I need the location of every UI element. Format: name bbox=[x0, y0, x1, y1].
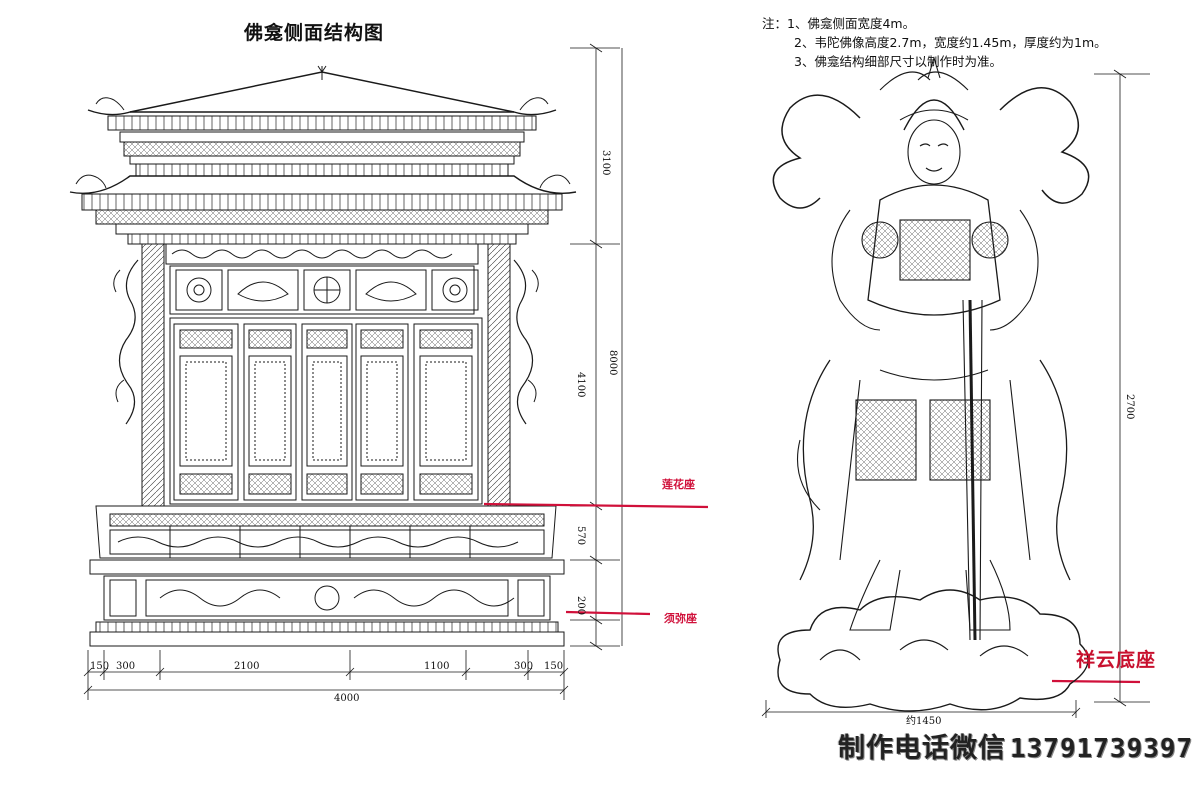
door-panels bbox=[169, 317, 483, 505]
dim-1100: 1100 bbox=[424, 661, 449, 672]
note-2: 2、韦陀佛像高度2.7m，宽度约1.45m，厚度约为1m。 bbox=[794, 35, 1107, 50]
dim-3100: 3100 bbox=[600, 150, 611, 175]
note-1: 注：1、佛龛侧面宽度4m。 bbox=[762, 16, 916, 31]
red-leader-lines bbox=[483, 502, 1141, 684]
left-pillar bbox=[113, 243, 165, 507]
horizontal-dimensions bbox=[83, 650, 569, 700]
dim-300-left: 300 bbox=[116, 661, 135, 672]
lotus-seat-label: 莲花座 bbox=[662, 478, 695, 491]
dim-150-left: 150 bbox=[90, 661, 109, 672]
contact-phone: 13791739397 bbox=[1010, 734, 1194, 764]
lotus-seat bbox=[95, 505, 557, 559]
dim-8000: 8000 bbox=[607, 350, 618, 375]
sumeru-seat-label: 须弥座 bbox=[664, 612, 697, 625]
dim-4100: 4100 bbox=[575, 372, 586, 397]
dim-1450: 约1450 bbox=[906, 714, 941, 727]
weituo-statue-drawing bbox=[761, 56, 1150, 718]
diagram-title: 佛龛侧面结构图 bbox=[244, 22, 385, 44]
dim-200: 200 bbox=[575, 596, 586, 615]
dim-150-right: 150 bbox=[544, 661, 563, 672]
lower-roof bbox=[69, 163, 577, 245]
sumeru-seat bbox=[89, 559, 565, 647]
carved-frieze bbox=[165, 243, 479, 315]
vertical-dimensions bbox=[570, 43, 623, 651]
dim-2100: 2100 bbox=[234, 661, 259, 672]
dim-4000: 4000 bbox=[334, 693, 359, 704]
cloud-base-label: 祥云底座 bbox=[1076, 649, 1157, 671]
shrine-drawing bbox=[69, 43, 623, 700]
dim-300-right: 300 bbox=[514, 661, 533, 672]
dim-570: 570 bbox=[575, 526, 586, 545]
right-pillar bbox=[487, 243, 539, 507]
dimension-labels: 3100 4100 8000 570 200 2700 150 300 2100… bbox=[90, 150, 1135, 727]
contact-label: 制作电话微信 bbox=[838, 733, 1006, 764]
notes-block: 注：1、佛龛侧面宽度4m。 2、韦陀佛像高度2.7m，宽度约1.45m，厚度约为… bbox=[762, 14, 1107, 71]
note-3: 3、佛龛结构细部尺寸以制作时为准。 bbox=[794, 54, 1002, 69]
dim-2700: 2700 bbox=[1124, 394, 1135, 419]
upper-roof bbox=[87, 65, 557, 165]
statue-dimensions bbox=[761, 69, 1150, 718]
